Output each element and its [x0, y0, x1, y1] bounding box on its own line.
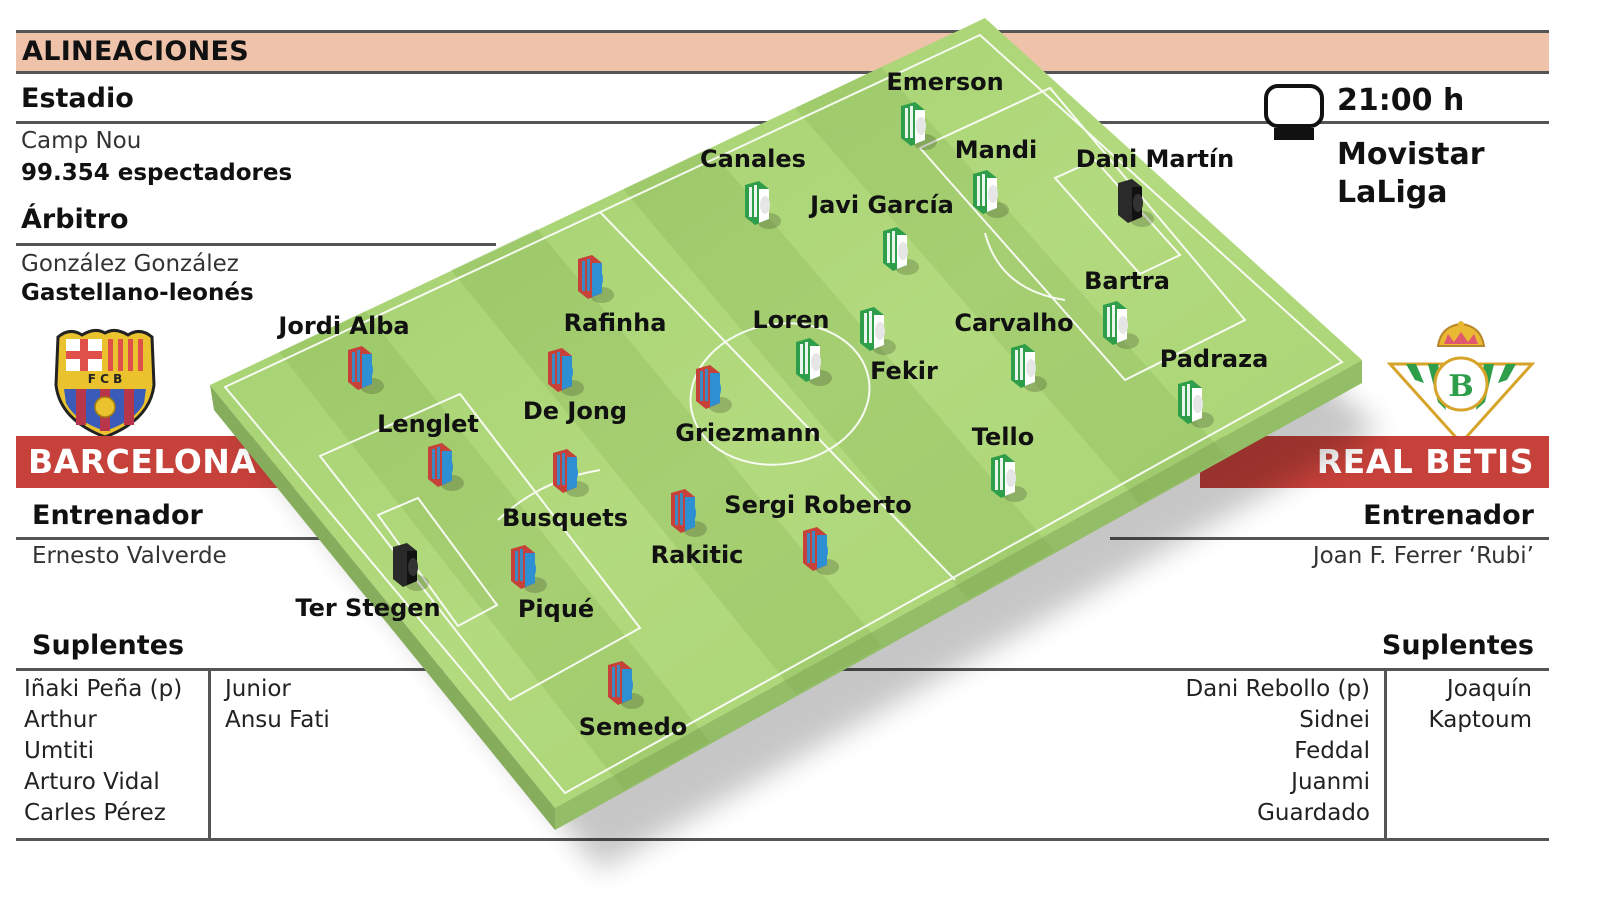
away-player-name: Dani Martín — [1075, 145, 1235, 173]
divider — [1110, 537, 1549, 540]
away-coach: Joan F. Ferrer ‘Rubi’ — [1312, 543, 1534, 569]
away-player-figure — [1005, 340, 1047, 392]
kickoff-time: 21:00 h — [1337, 83, 1465, 118]
list-item: Iñaki Peña (p) — [24, 676, 183, 702]
away-player-figure — [1097, 297, 1139, 349]
column-divider — [1384, 670, 1387, 838]
list-item: Umtiti — [24, 738, 95, 764]
home-subs-col1: Iñaki Peña (p) Arthur Umtiti Arturo Vida… — [24, 674, 182, 829]
divider — [16, 537, 346, 540]
away-player-name: Fekir — [870, 357, 938, 385]
away-subs-col1: Dani Rebollo (p) Sidnei Feddal Juanmi Gu… — [1185, 674, 1370, 829]
away-player-name: Carvalho — [954, 309, 1074, 337]
home-player-figure — [690, 361, 732, 413]
away-player-figure — [877, 223, 919, 275]
away-player-figure — [854, 303, 896, 355]
home-player-name: Busquets — [502, 504, 628, 532]
home-player-figure — [342, 342, 384, 394]
home-player-figure — [602, 657, 644, 709]
away-player-name: Tello — [971, 423, 1035, 451]
home-player-figure — [797, 523, 839, 575]
away-player-name: Emerson — [886, 68, 1004, 96]
section-title: ALINEACIONES — [22, 36, 249, 67]
list-item: Junior — [225, 676, 291, 702]
stadium-label: Estadio — [21, 83, 134, 114]
home-player-figure — [572, 251, 614, 303]
home-player-figure — [547, 445, 589, 497]
home-player-figure — [505, 541, 547, 593]
home-subs-label: Suplentes — [32, 630, 185, 661]
away-player-name: Mandi — [954, 136, 1038, 164]
away-player-figure — [790, 334, 832, 386]
referee-name: González González — [21, 251, 239, 277]
home-player-name: Jordi Alba — [278, 312, 410, 340]
svg-text:B: B — [1448, 369, 1473, 404]
away-player-figure — [985, 450, 1027, 502]
home-coach-label: Entrenador — [32, 500, 203, 531]
list-item: Dani Rebollo (p) — [1185, 676, 1370, 702]
away-team-name: REAL BETIS — [1316, 442, 1534, 481]
divider — [16, 243, 496, 246]
away-player-figure — [895, 98, 937, 150]
away-subs-col2: Joaquín Kaptoum — [1429, 674, 1532, 736]
home-player-name: Piqué — [517, 595, 595, 623]
broadcaster-line1: Movistar — [1337, 137, 1485, 172]
broadcaster: Movistar LaLiga — [1337, 136, 1485, 212]
home-player-name: Semedo — [578, 713, 688, 741]
home-subs-col2: Junior Ansu Fati — [225, 674, 330, 736]
away-player-name: Bartra — [1084, 267, 1170, 295]
list-item: Arthur — [24, 707, 97, 733]
home-player-name: Ter Stegen — [295, 594, 441, 622]
away-player-figure — [1172, 376, 1214, 428]
away-player-name: Padraza — [1159, 345, 1269, 373]
svg-text:F C B: F C B — [88, 372, 123, 386]
section-header: ALINEACIONES — [16, 30, 1549, 74]
home-player-name: Lenglet — [377, 410, 479, 438]
home-player-name: Sergi Roberto — [724, 491, 912, 519]
list-item: Sidnei — [1299, 707, 1370, 733]
home-player-figure — [387, 539, 429, 591]
real-betis-crest: B — [1386, 318, 1536, 448]
home-player-figure — [422, 439, 464, 491]
list-item: Feddal — [1294, 738, 1370, 764]
list-item: Joaquín — [1446, 676, 1532, 702]
home-player-name: Rakitic — [650, 541, 744, 569]
referee-label: Árbitro — [21, 204, 129, 235]
away-coach-label: Entrenador — [1363, 500, 1534, 531]
away-player-figure — [967, 166, 1009, 218]
home-team-name: BARCELONA — [28, 442, 257, 481]
referee-region: Gastellano-leonés — [21, 280, 254, 306]
attendance: 99.354 espectadores — [21, 160, 293, 186]
stadium-name: Camp Nou — [21, 128, 142, 154]
list-item: Arturo Vidal — [24, 769, 160, 795]
away-player-figure — [1112, 175, 1154, 227]
away-subs-label: Suplentes — [1381, 630, 1534, 661]
away-player-figure — [739, 177, 781, 229]
home-player-figure — [665, 485, 707, 537]
home-coach: Ernesto Valverde — [32, 543, 227, 569]
away-player-name: Canales — [700, 145, 806, 173]
away-player-name: Loren — [752, 306, 830, 334]
home-player-name: Griezmann — [675, 419, 821, 447]
tv-icon — [1264, 84, 1326, 142]
column-divider — [208, 670, 211, 838]
list-item: Kaptoum — [1428, 707, 1532, 733]
home-player-name: De Jong — [522, 397, 628, 425]
fc-barcelona-crest: F C B — [50, 325, 160, 440]
list-item: Guardado — [1257, 800, 1370, 826]
list-item: Ansu Fati — [225, 707, 330, 733]
divider — [16, 838, 1549, 841]
list-item: Carles Pérez — [24, 800, 166, 826]
list-item: Juanmi — [1291, 769, 1370, 795]
home-player-name: Rafinha — [563, 309, 667, 337]
broadcaster-line2: LaLiga — [1337, 175, 1448, 210]
home-player-figure — [542, 344, 584, 396]
away-player-name: Javi García — [810, 191, 954, 219]
